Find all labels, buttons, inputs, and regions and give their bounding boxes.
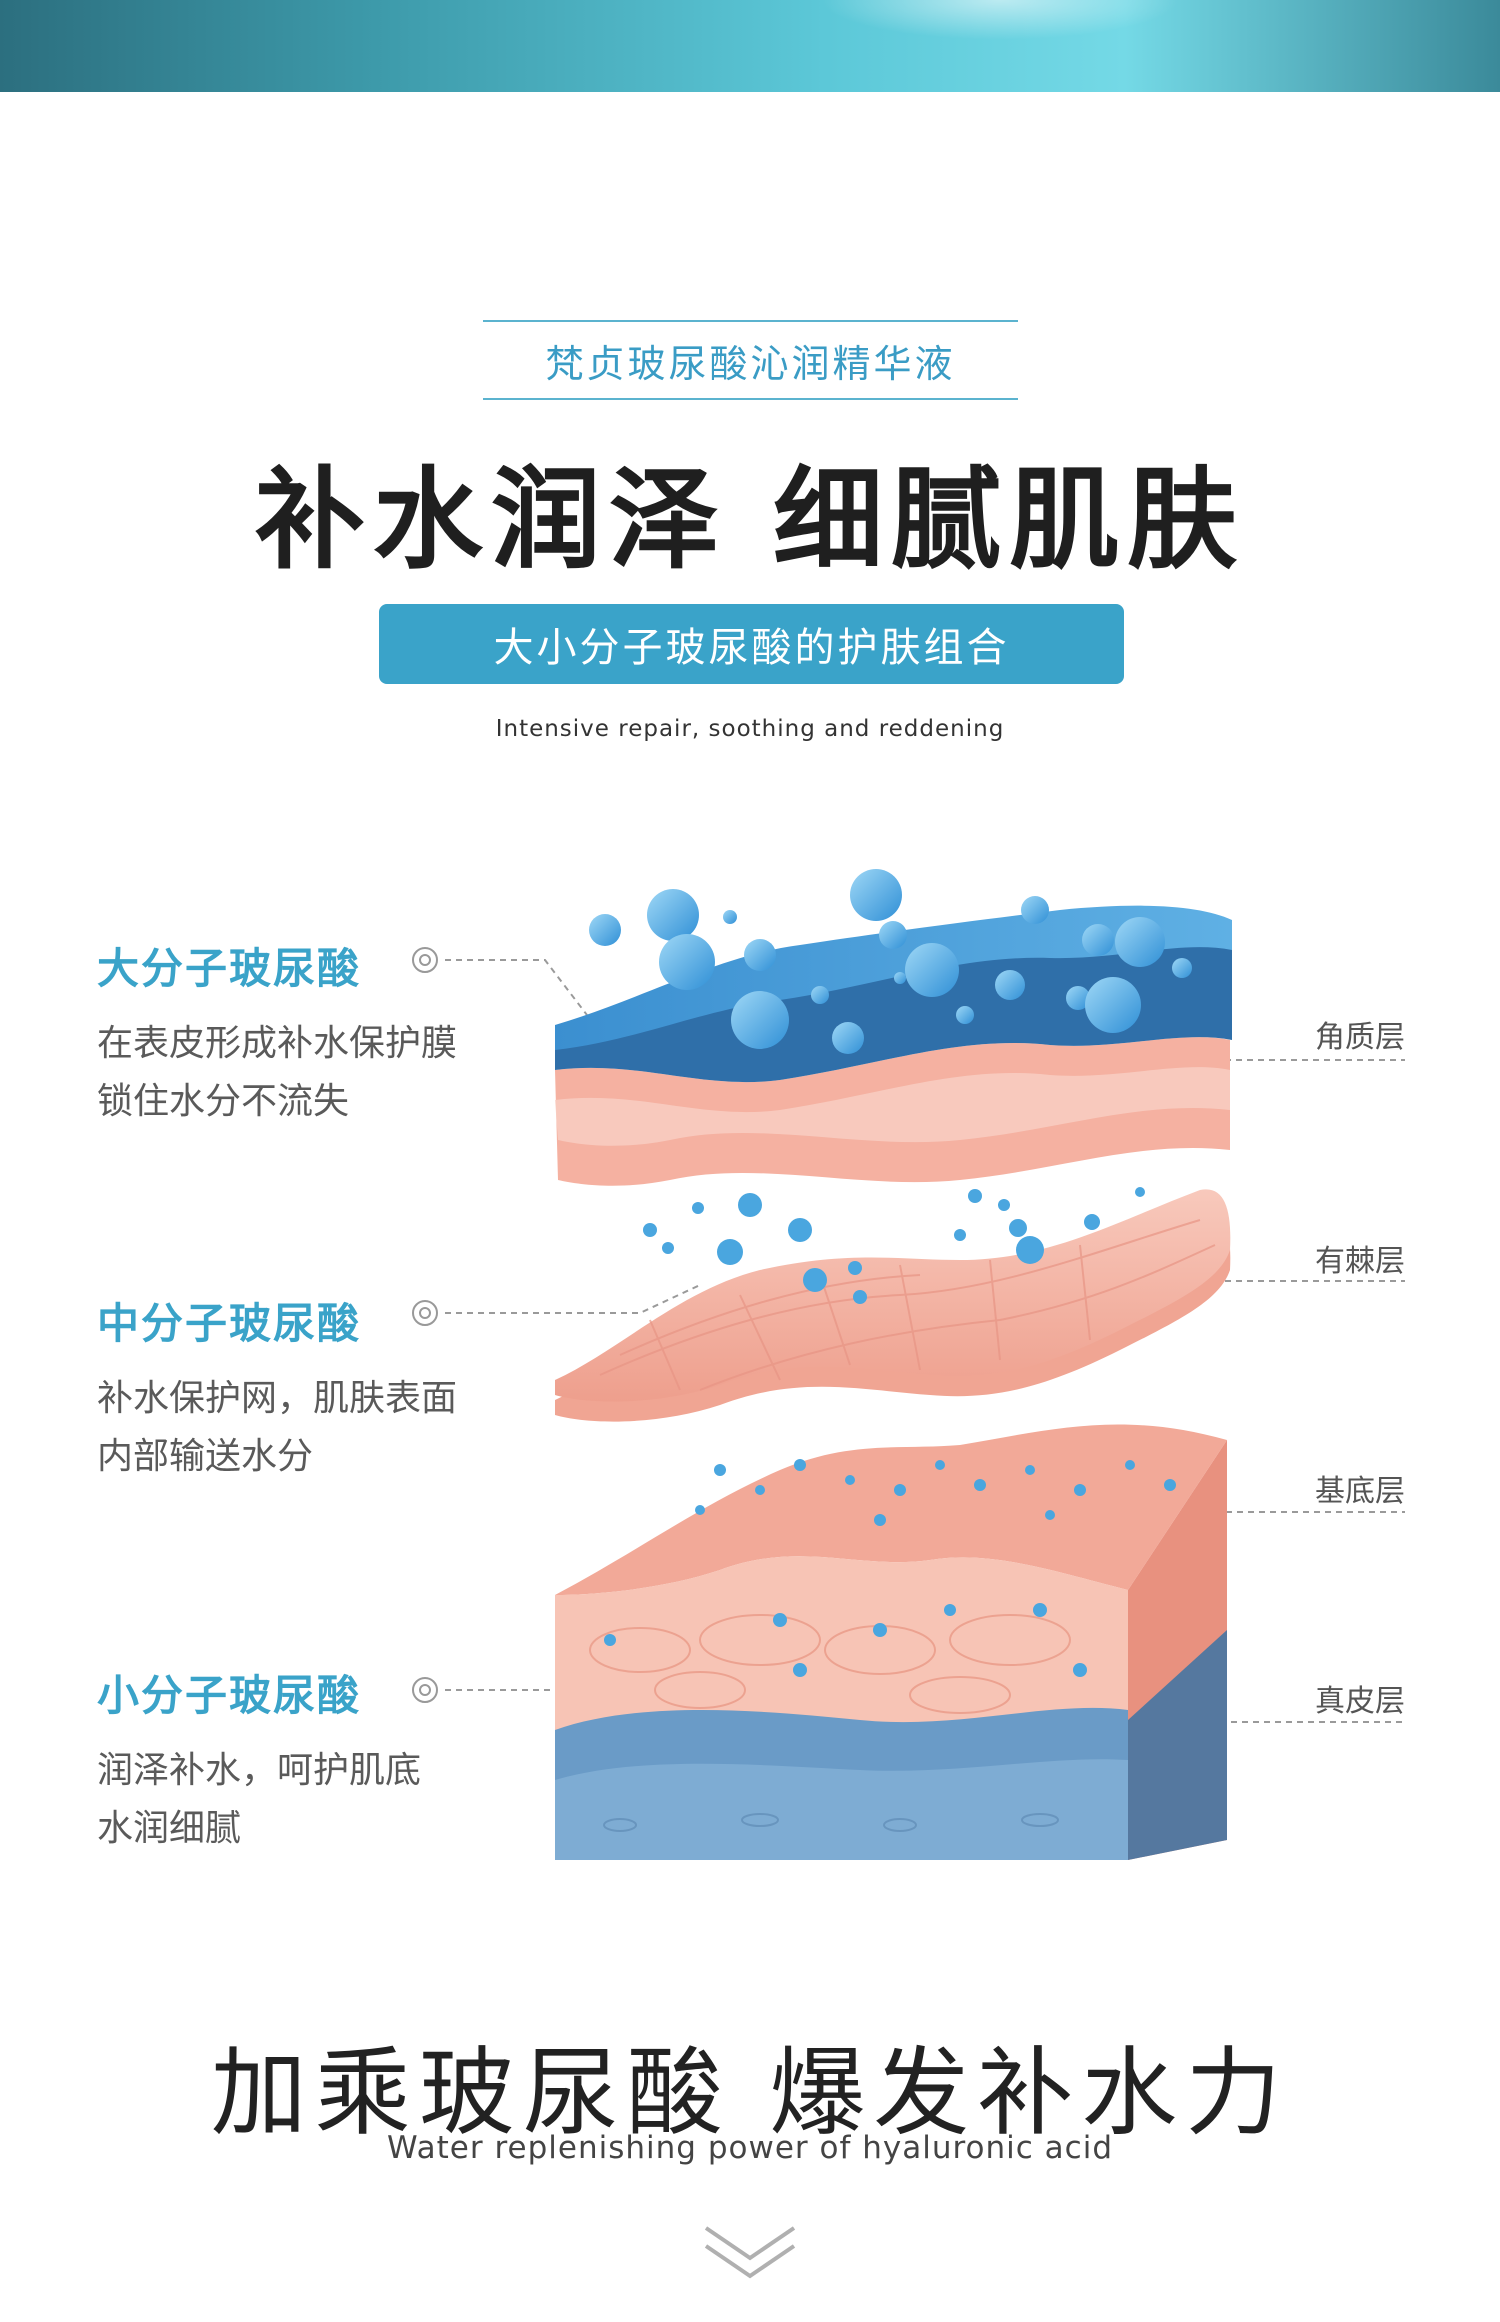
layer-label-spinous: 有棘层 [1315,1244,1405,1279]
feature-desc-line: 锁住水分不流失 [97,1081,350,1122]
feature-desc-small: 润泽补水，呵护肌底 水润细腻 [97,1742,421,1858]
bottom-title: 加乘玻尿酸 爆发补水力 [210,2037,1290,2149]
feature-desc-line: 水润细腻 [97,1808,242,1849]
stratum-corneum-layer [555,905,1232,1186]
bottom-subtitle: Water replenishing power of hyaluronic a… [386,2130,1113,2166]
target-icon [412,1300,438,1326]
spinous-layer [555,1187,1231,1422]
top-banner-image [0,0,1500,92]
feature-desc-line: 润泽补水，呵护肌底 [97,1750,422,1791]
feature-desc-line: 内部输送水分 [97,1436,314,1477]
layer-label-stratum-corneum: 角质层 [1315,1020,1405,1055]
skin-layers-illustration [412,869,1405,1860]
pill-banner: 大小分子玻尿酸的护肤组合 [379,604,1124,684]
layer-label-basal: 基底层 [1315,1474,1405,1509]
feature-title-medium: 中分子玻尿酸 [97,1299,362,1348]
target-icon [412,1677,438,1703]
feature-title-small: 小分子玻尿酸 [97,1671,362,1720]
feature-desc-line: 在表皮形成补水保护膜 [97,1023,458,1064]
chevron-down-icon [704,2226,796,2279]
layer-label-dermis: 真皮层 [1315,1684,1405,1719]
feature-desc-line: 补水保护网，肌肤表面 [97,1378,458,1419]
basal-dermis-block [555,1424,1227,1860]
intro-english: Intensive repair, soothing and reddening [495,716,1005,742]
main-title: 补水润泽 细腻肌肤 [254,456,1246,584]
feature-desc-medium: 补水保护网，肌肤表面 内部输送水分 [97,1370,457,1486]
target-icon [412,947,438,973]
hyaluronic-bubbles [589,869,1192,1054]
feature-desc-large: 在表皮形成补水保护膜 锁住水分不流失 [97,1015,457,1131]
connector-lines [445,959,1405,1723]
product-name: 梵贞玻尿酸沁润精华液 [483,320,1018,400]
feature-title-large: 大分子玻尿酸 [97,944,362,993]
